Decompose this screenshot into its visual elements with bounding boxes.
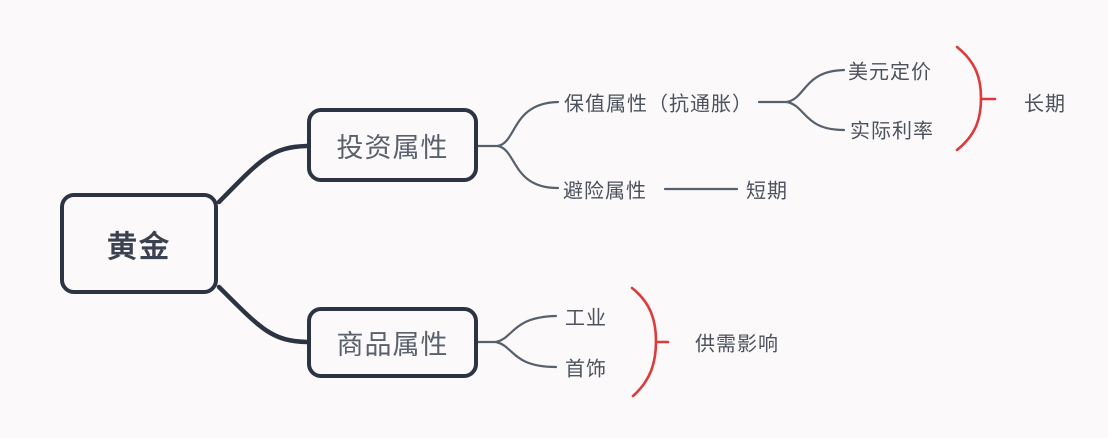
edge-commodity-to-shoushi xyxy=(494,340,558,369)
edge-root-to-commodity xyxy=(216,284,310,345)
label-jewelry: 首饰 xyxy=(565,358,607,381)
node-gold-root: 黄金 xyxy=(60,193,218,294)
label-value-preservation: 保值属性（抗通胀） xyxy=(564,93,753,116)
edge-invest-to-bixian xyxy=(496,144,560,190)
brace-longterm xyxy=(955,45,983,152)
label-long-term: 长期 xyxy=(1024,93,1066,116)
node-investment-label: 投资属性 xyxy=(336,132,449,163)
edge-baozhi-to-shiji xyxy=(785,100,846,132)
brace-supply-demand xyxy=(630,286,658,398)
label-industrial: 工业 xyxy=(565,307,607,330)
node-commodity-label: 商品属性 xyxy=(336,330,449,360)
edge-root-to-invest xyxy=(216,143,310,205)
label-supply-demand-influence: 供需影响 xyxy=(695,333,779,356)
edge-invest-to-baozhi xyxy=(496,100,560,148)
node-gold-label: 黄金 xyxy=(107,230,171,264)
edge-baozhi-to-meiyuan xyxy=(785,68,846,104)
node-investment-attribute: 投资属性 xyxy=(307,108,478,182)
label-short-term: 短期 xyxy=(746,180,788,203)
label-safe-haven: 避险属性 xyxy=(563,180,647,203)
node-commodity-attribute: 商品属性 xyxy=(307,307,478,378)
label-dollar-pricing: 美元定价 xyxy=(848,61,932,84)
label-real-interest-rate: 实际利率 xyxy=(850,120,934,143)
edge-commodity-to-gongye xyxy=(494,314,558,344)
